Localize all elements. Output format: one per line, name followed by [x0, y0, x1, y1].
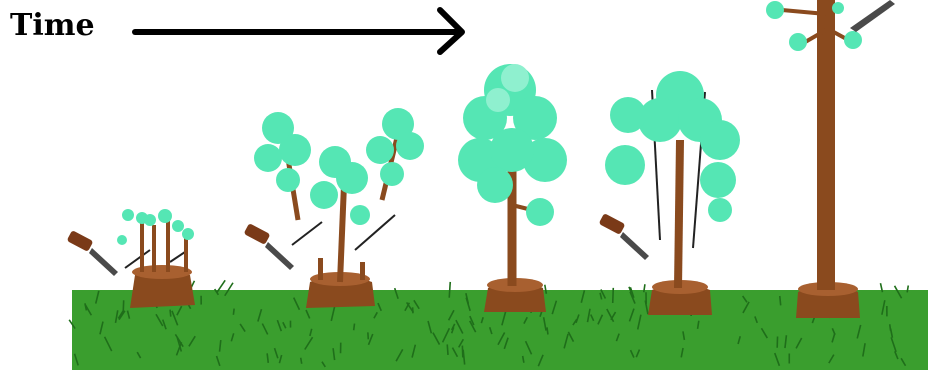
- grass-blade: [233, 309, 234, 315]
- cut-line: [125, 250, 150, 268]
- machete-icon: [599, 213, 649, 260]
- grass-blade: [170, 310, 171, 317]
- grass-blade: [547, 327, 548, 334]
- stage-5-tall-tree: [766, 0, 895, 318]
- machete-icon: [850, 0, 895, 32]
- machete-icon: [244, 223, 294, 270]
- grass-blade: [907, 286, 908, 293]
- cut-line: [170, 252, 185, 262]
- grass-blade: [447, 344, 448, 354]
- machete-icon: [67, 230, 118, 276]
- grass-blade: [354, 324, 355, 331]
- grass-blade: [267, 353, 268, 363]
- cut-line: [292, 222, 322, 245]
- time-label: Time: [10, 8, 95, 43]
- stage-2-coppice-regrowth: [244, 108, 424, 308]
- stage-4-mature-coppice: [599, 71, 740, 315]
- grass-blade: [449, 282, 450, 298]
- stage-3-young-tree: [458, 64, 567, 312]
- grass-blade: [301, 358, 302, 364]
- grass-blade: [613, 288, 614, 303]
- time-arrow: [135, 10, 462, 52]
- grass-blade: [780, 296, 781, 305]
